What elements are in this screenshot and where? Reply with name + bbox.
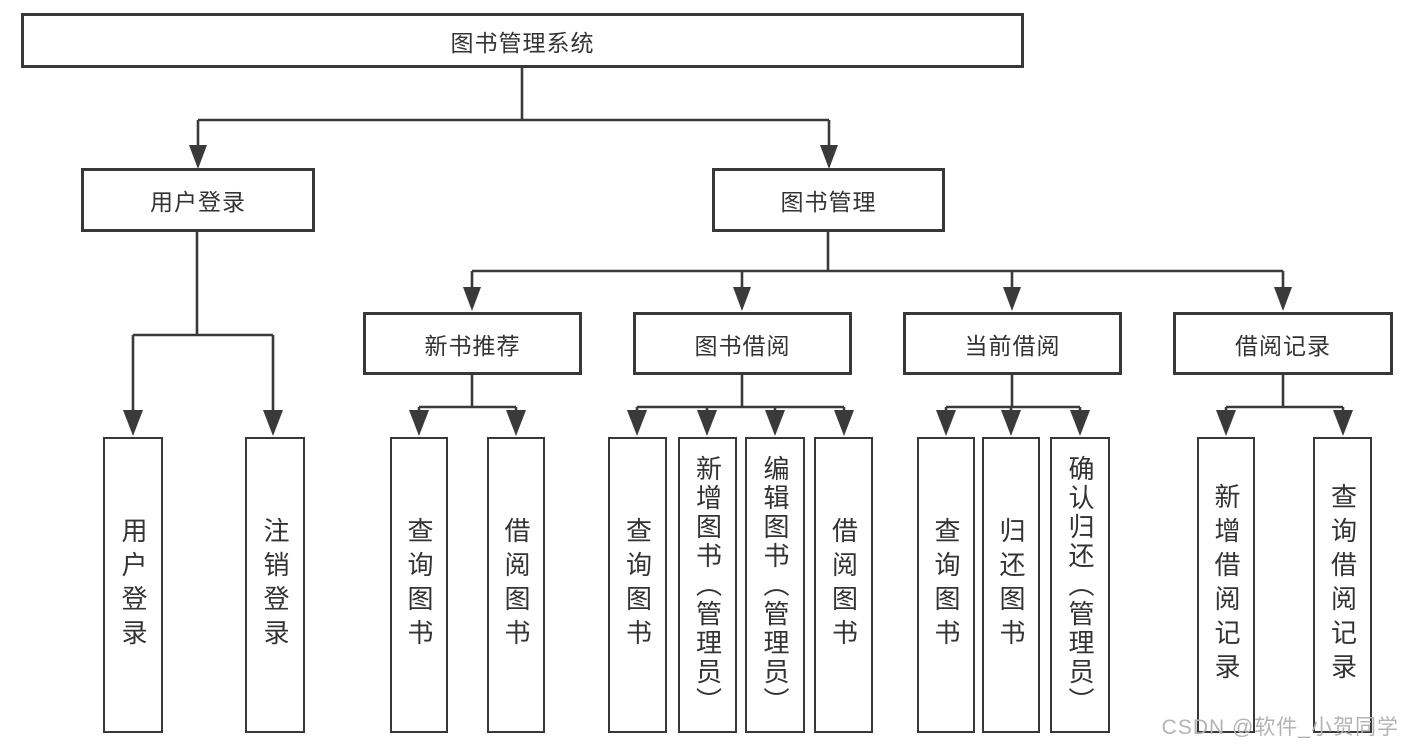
- leaf-logout: 注销登录: [245, 437, 305, 733]
- csdn-watermark: CSDN @软件_小贺同学: [1161, 716, 1399, 739]
- leaf-return-books: 归还图书: [982, 437, 1040, 733]
- leaf-query-borrow-record: 查询借阅记录: [1313, 437, 1372, 733]
- node-current-borrowing: 当前借阅: [903, 312, 1122, 375]
- node-library-system: 图书管理系统: [21, 13, 1024, 68]
- leaf-edit-books-admin: 编辑图书（管理员）: [745, 437, 805, 733]
- leaf-borrow-books-recommend: 借阅图书: [487, 437, 545, 733]
- leaf-confirm-return-admin: 确认归还（管理员）: [1050, 437, 1110, 733]
- leaf-add-books-admin: 新增图书（管理员）: [678, 437, 737, 733]
- leaf-borrow-books: 借阅图书: [814, 437, 873, 733]
- node-book-borrowing: 图书借阅: [633, 312, 852, 375]
- leaf-query-books-recommend: 查询图书: [390, 437, 448, 733]
- node-user-login: 用户登录: [81, 168, 315, 232]
- leaf-query-books-borrowing: 查询图书: [608, 437, 667, 733]
- node-borrowing-records: 借阅记录: [1173, 312, 1393, 375]
- node-new-book-recommend: 新书推荐: [363, 312, 582, 375]
- node-book-management: 图书管理: [712, 168, 945, 232]
- leaf-user-login: 用户登录: [103, 437, 163, 733]
- leaf-add-borrow-record: 新增借阅记录: [1197, 437, 1255, 733]
- leaf-query-books-current: 查询图书: [917, 437, 975, 733]
